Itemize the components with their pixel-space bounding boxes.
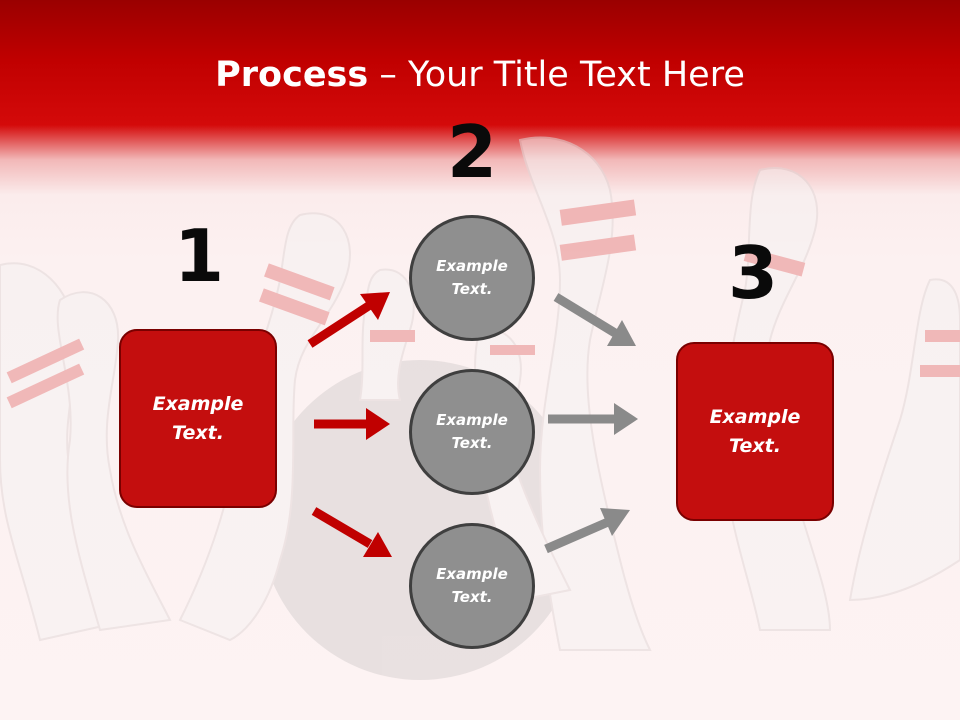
step-number-1: 1 <box>173 214 225 298</box>
step-3-text: Example Text. <box>709 405 801 457</box>
title-rest: – Your Title Text Here <box>368 55 745 95</box>
gray-arrow-right <box>548 403 638 435</box>
step-number-2: 2 <box>446 110 498 194</box>
red-arrow-down <box>311 507 392 557</box>
circle-bottom[interactable]: Example Text. <box>409 523 535 649</box>
circle-middle[interactable]: Example Text. <box>409 369 535 495</box>
circle-middle-text: Example Text. <box>436 411 508 452</box>
red-arrow-right <box>314 408 390 440</box>
circle-top[interactable]: Example Text. <box>409 215 535 341</box>
step-3-box[interactable]: Example Text. <box>676 342 834 521</box>
circle-top-text: Example Text. <box>436 257 508 298</box>
step-1-text: Example Text. <box>152 392 244 444</box>
circle-bottom-text: Example Text. <box>436 565 508 606</box>
slide-title: Process – Your Title Text Here <box>0 52 960 98</box>
step-1-box[interactable]: Example Text. <box>119 329 277 508</box>
gray-arrow-down <box>553 293 636 346</box>
red-arrow-up <box>307 292 390 348</box>
title-bold: Process <box>215 55 369 95</box>
step-number-3: 3 <box>727 231 779 315</box>
gray-arrow-up <box>544 508 630 554</box>
